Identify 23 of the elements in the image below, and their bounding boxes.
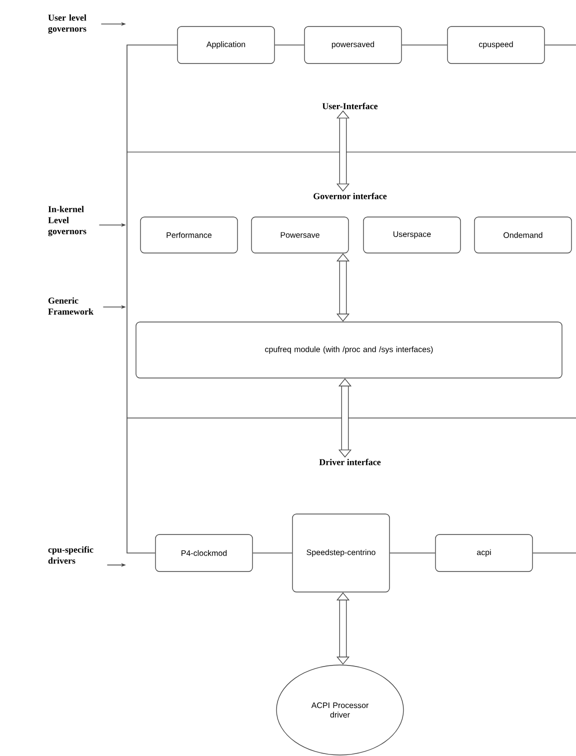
connector-line bbox=[252, 552, 293, 554]
interface-label: User-Interface bbox=[321, 102, 379, 110]
connector-line bbox=[126, 44, 178, 554]
layer-label: cpu-specific drivers bbox=[48, 546, 94, 564]
module-box: Speedstep-centrino bbox=[292, 514, 390, 592]
layer-label: Generic Framework bbox=[48, 297, 94, 315]
module-box: Powersave bbox=[251, 216, 349, 254]
module-box: Userspace bbox=[363, 216, 461, 254]
module-box: cpufreq module (with /proc and /sys interfaces) bbox=[136, 322, 562, 378]
module-box: Ondemand bbox=[474, 216, 572, 254]
connector-line bbox=[389, 552, 436, 554]
interface-label: Driver interface bbox=[318, 458, 382, 466]
module-box: Application bbox=[177, 26, 275, 64]
connector-line bbox=[401, 44, 448, 46]
layer-label: In-kernel Level governors bbox=[48, 206, 86, 236]
module-box: powersaved bbox=[304, 26, 402, 64]
interface-label: Governor interface bbox=[312, 192, 388, 200]
module-box: acpi bbox=[435, 534, 533, 572]
module-box: P4-clockmod bbox=[155, 534, 253, 572]
module-box: Performance bbox=[140, 216, 238, 254]
module-box: cpuspeed bbox=[447, 26, 545, 64]
connector-line bbox=[274, 44, 305, 46]
layer-label: User level governors bbox=[48, 14, 86, 34]
